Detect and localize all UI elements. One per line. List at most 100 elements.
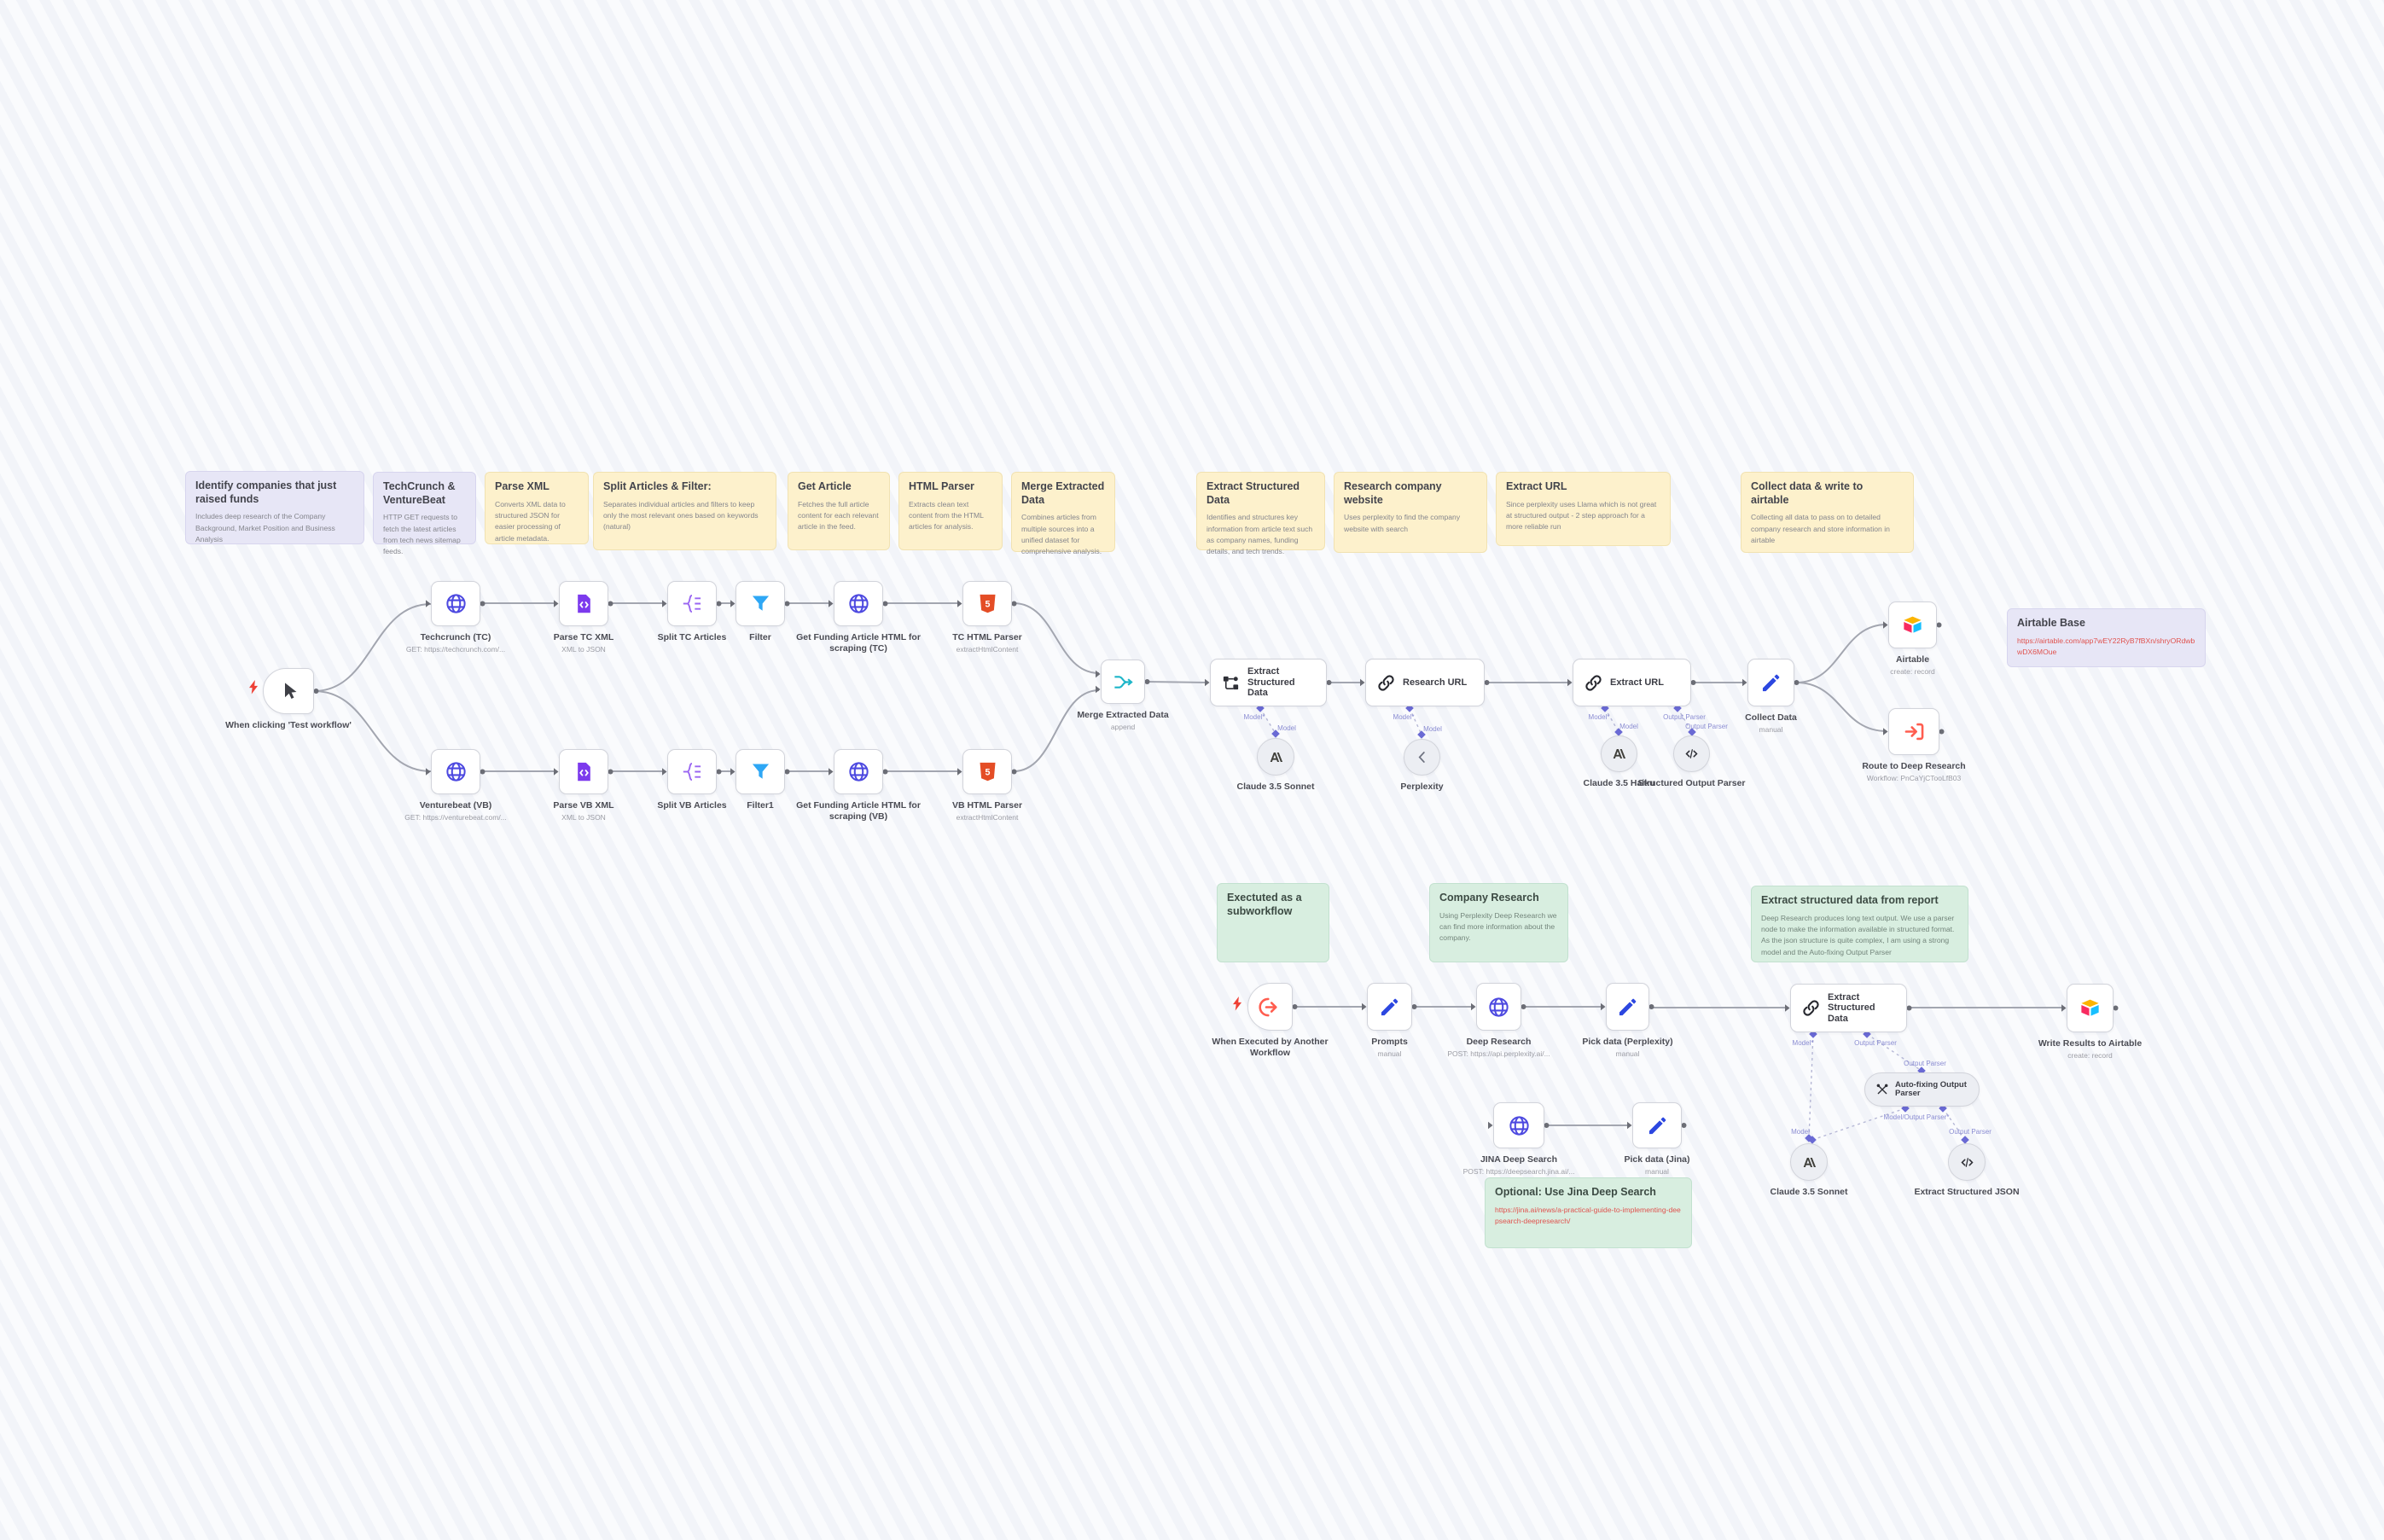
output-port[interactable] [1794, 680, 1800, 685]
output-port[interactable] [1936, 622, 1942, 628]
input-port[interactable] [554, 768, 559, 776]
output-port[interactable] [2113, 1005, 2119, 1011]
input-port[interactable] [829, 600, 834, 607]
input-port[interactable] [957, 600, 962, 607]
node-tc-html-parser[interactable]: 5 [962, 581, 1012, 626]
input-port[interactable] [730, 600, 736, 607]
input-port[interactable] [662, 600, 667, 607]
node-jina-deep-search[interactable] [1493, 1102, 1544, 1148]
output-port[interactable] [608, 601, 613, 607]
node-claude-35-haiku[interactable] [1601, 735, 1637, 772]
output-port[interactable] [784, 769, 790, 775]
output-port[interactable] [716, 769, 722, 775]
node-parse-tc-xml[interactable] [559, 581, 608, 626]
output-port[interactable] [1144, 679, 1150, 684]
input-port[interactable] [1785, 1004, 1790, 1012]
node-deep-research[interactable] [1476, 983, 1521, 1031]
output-port[interactable] [1326, 680, 1332, 685]
node-research-url[interactable]: Research URL [1365, 659, 1485, 706]
output-port[interactable] [784, 601, 790, 607]
output-port[interactable] [480, 769, 486, 775]
input-port[interactable] [1567, 678, 1573, 687]
node-merge-extracted-data[interactable] [1101, 660, 1145, 704]
node-collect-data[interactable] [1747, 659, 1794, 706]
node-structured-output-parser[interactable] [1673, 735, 1710, 772]
sticky-link[interactable]: https://airtable.com/app7wEY22RyB7fBXn/s… [2017, 636, 2195, 656]
node-route-to-deep-research[interactable] [1888, 708, 1939, 755]
sticky-link[interactable]: https://jina.ai/news/a-practical-guide-t… [1495, 1205, 1681, 1225]
node-venturebeat-vb[interactable] [431, 749, 480, 794]
output-port[interactable] [882, 601, 888, 607]
input-port[interactable] [1205, 678, 1210, 687]
input-port[interactable] [1883, 728, 1888, 735]
node-perplexity[interactable] [1404, 739, 1440, 776]
input-port[interactable] [1627, 1121, 1632, 1130]
node-prompts[interactable] [1367, 983, 1412, 1031]
input-port[interactable] [426, 600, 431, 607]
output-port[interactable] [1521, 1004, 1526, 1009]
input-port[interactable] [662, 768, 667, 776]
node-pick-data-perplexity[interactable] [1606, 983, 1649, 1031]
input-port[interactable] [1601, 1002, 1606, 1011]
output-port[interactable] [480, 601, 486, 607]
node-techcrunch-tc[interactable] [431, 581, 480, 626]
input-port[interactable] [1096, 685, 1101, 694]
input-port[interactable] [730, 768, 736, 776]
node-when-executed-by-another-workflow[interactable] [1247, 983, 1293, 1031]
node-get-funding-article-html-vb[interactable] [834, 749, 883, 794]
node-vb-html-parser[interactable]: 5 [962, 749, 1012, 794]
node-parse-vb-xml[interactable] [559, 749, 608, 794]
output-port[interactable] [1690, 680, 1696, 685]
output-port[interactable] [313, 689, 319, 694]
output-port[interactable] [608, 769, 613, 775]
output-port[interactable] [1681, 1123, 1687, 1128]
input-port[interactable] [957, 768, 962, 776]
input-port[interactable] [829, 768, 834, 776]
node-pick-data-jina[interactable] [1632, 1102, 1682, 1148]
node-claude-35-sonnet[interactable] [1257, 738, 1294, 776]
output-port[interactable] [1011, 601, 1017, 607]
input-port[interactable] [1488, 1121, 1493, 1130]
node-get-funding-article-html-tc[interactable] [834, 581, 883, 626]
node-extract-structured-data[interactable]: Extract Structured Data [1210, 659, 1327, 706]
node-filter1[interactable] [736, 749, 785, 794]
node-extract-structured-json[interactable] [1948, 1143, 1986, 1181]
sticky-note-identify-companies-that-just-raised-fund[interactable]: Identify companies that just raised fund… [185, 471, 364, 544]
output-port[interactable] [882, 769, 888, 775]
output-port[interactable] [1544, 1123, 1550, 1128]
output-port[interactable] [716, 601, 722, 607]
node-auto-fixing-output-parser[interactable]: Auto-fixing Output Parser [1864, 1072, 1980, 1107]
output-port[interactable] [1648, 1004, 1654, 1009]
input-port[interactable] [1471, 1002, 1476, 1011]
output-port[interactable] [1906, 1005, 1912, 1011]
node-when-clicking-test-workflow[interactable] [263, 668, 314, 714]
output-port[interactable] [1484, 680, 1490, 685]
output-port[interactable] [1011, 769, 1017, 775]
node-claude-35-sonnet-2[interactable] [1790, 1143, 1828, 1181]
sticky-note-split-articles-filter[interactable]: Split Articles & Filter:Separates indivi… [593, 472, 776, 550]
input-port[interactable] [1742, 678, 1747, 687]
input-port[interactable] [1360, 678, 1365, 687]
node-airtable[interactable] [1888, 601, 1937, 648]
node-extract-url[interactable]: Extract URL [1573, 659, 1691, 706]
output-port[interactable] [1411, 1004, 1417, 1009]
input-port[interactable] [1883, 621, 1888, 629]
node-split-vb-articles[interactable] [667, 749, 717, 794]
node-split-tc-articles[interactable] [667, 581, 717, 626]
node-write-results-to-airtable[interactable] [2067, 984, 2114, 1032]
node-extract-structured-data-2[interactable]: Extract Structured Data [1790, 984, 1907, 1032]
sticky-note-exectuted-as-a-subworkflow[interactable]: Exectuted as a subworkflow [1217, 883, 1329, 962]
input-port[interactable] [1362, 1002, 1367, 1011]
output-port[interactable] [1939, 729, 1945, 735]
